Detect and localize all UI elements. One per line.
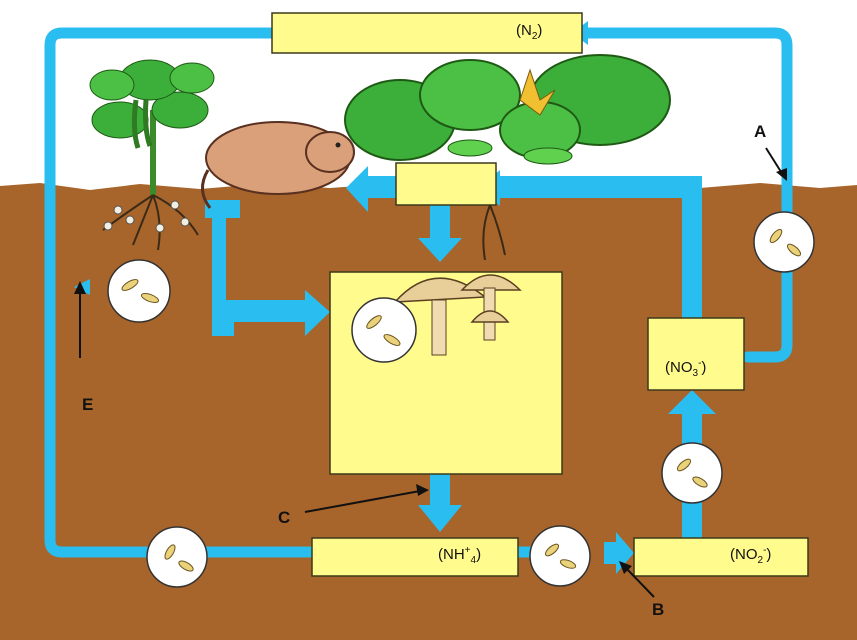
label-c: C	[278, 508, 290, 528]
label-b: B	[652, 600, 664, 620]
no3-box	[648, 318, 744, 390]
no3-subscript: 3	[693, 368, 699, 379]
no2-subscript: 2	[758, 555, 764, 566]
no3-label: (NO3-)	[665, 358, 706, 379]
nh4-formula: NH	[443, 546, 465, 563]
assimilation-box	[396, 163, 496, 205]
n2-subscript: 2	[532, 31, 538, 42]
nh4-box	[312, 538, 518, 576]
label-e: E	[82, 395, 93, 415]
nh4-subscript: 4	[471, 555, 477, 566]
no2-formula: NO	[735, 546, 758, 563]
n2-formula: N	[521, 22, 532, 39]
no2-label: (NO2-)	[730, 545, 771, 566]
label-a: A	[754, 122, 766, 142]
no3-superscript: -	[698, 358, 701, 369]
no3-formula: NO	[670, 359, 693, 376]
n2-label: (N2)	[516, 22, 542, 42]
no2-box	[634, 538, 808, 576]
no2-superscript: -	[763, 545, 766, 556]
nh4-label: (NH+4)	[438, 545, 481, 566]
